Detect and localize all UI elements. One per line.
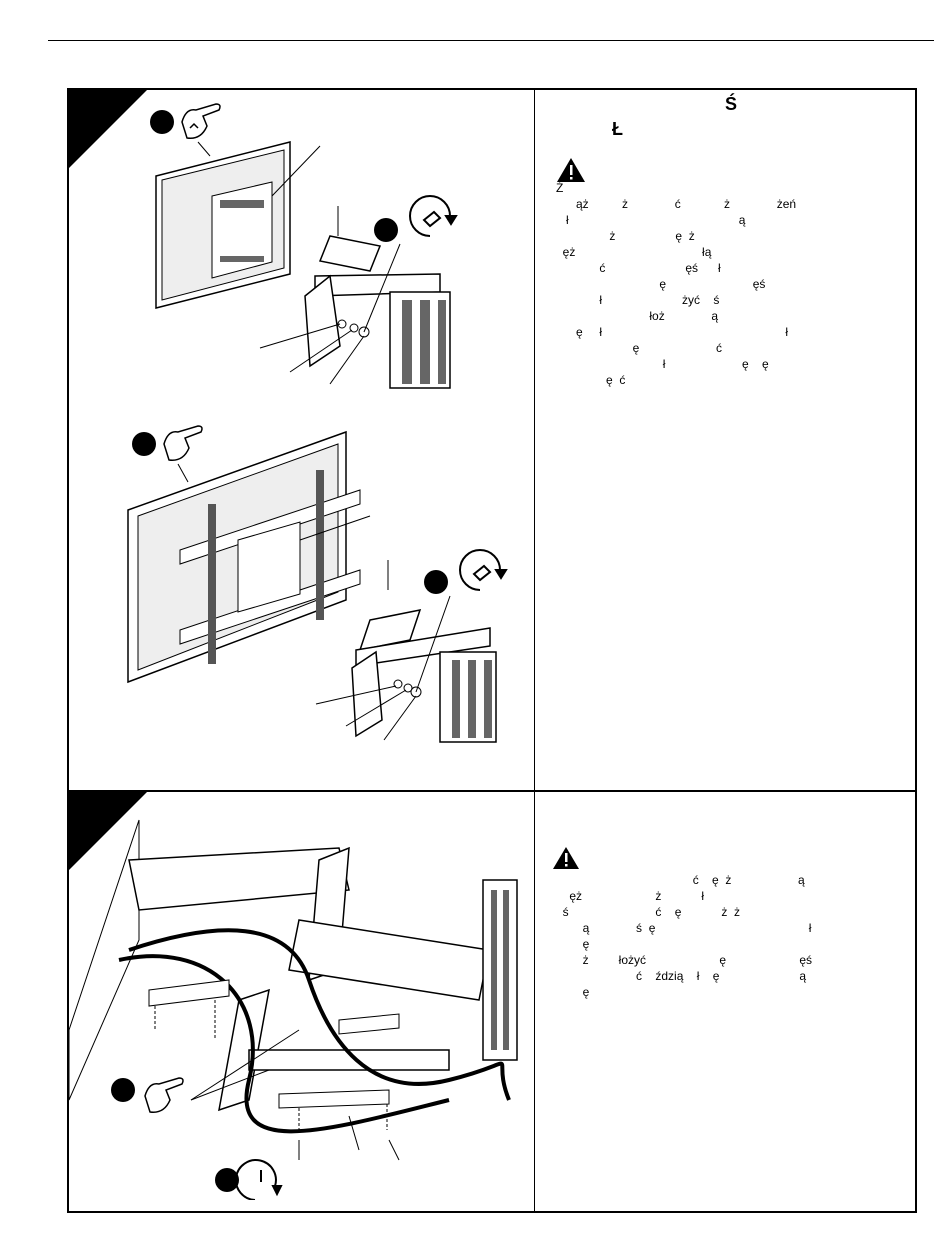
text-line: łoż ą bbox=[556, 309, 719, 323]
text-line: ę bbox=[556, 985, 590, 999]
text-line: ę bbox=[556, 937, 590, 951]
text-line: ć ę ż ą bbox=[556, 873, 805, 887]
text-line: ć ęś ł bbox=[556, 261, 721, 275]
text-line: ł żyć ś bbox=[556, 293, 720, 307]
hand-icon bbox=[181, 103, 221, 139]
step-corner-marker-1 bbox=[69, 90, 147, 168]
text-line: ł ę ę bbox=[556, 357, 769, 371]
text-line: ł ą bbox=[556, 213, 746, 227]
screwdriver-rotate-icon bbox=[234, 1159, 283, 1200]
section-divider bbox=[67, 790, 917, 792]
step-dot bbox=[150, 110, 174, 134]
section1-text: Ż ąż ż ć ż żeń ł ą ż ę ż ęż bbox=[556, 180, 916, 388]
hand-icon bbox=[163, 425, 203, 461]
section-title-line-1: Ś bbox=[725, 94, 738, 114]
column-divider bbox=[534, 88, 535, 1213]
text-line: ę ć bbox=[556, 341, 723, 355]
instruction-frame bbox=[67, 88, 917, 1213]
step-corner-marker-2 bbox=[69, 792, 147, 870]
wrench-rotate-icon bbox=[459, 549, 508, 591]
text-line: ą ś ę ł bbox=[556, 921, 812, 935]
hand-icon bbox=[144, 1077, 184, 1113]
wrench-rotate-icon bbox=[409, 195, 458, 237]
text-line: ż łożyć ę ęś bbox=[556, 953, 813, 967]
text-line: ć ździą ł ę ą bbox=[556, 969, 807, 983]
text-line: ę ć bbox=[556, 373, 626, 387]
text-line: ż ę ż bbox=[556, 229, 695, 243]
text-line: ś ć ę ż ż bbox=[556, 905, 741, 919]
text-line: ęż ż ł bbox=[556, 889, 705, 903]
text-line: ę ęś bbox=[556, 277, 766, 291]
warning-triangle-icon bbox=[557, 158, 585, 182]
text-line: ąż ż ć ż żeń bbox=[556, 197, 797, 211]
top-rule bbox=[48, 40, 934, 41]
warning-triangle-icon bbox=[553, 847, 579, 869]
text-line: Ż bbox=[556, 181, 564, 195]
section-title-line-2: Ł bbox=[612, 119, 623, 139]
cable-illustration bbox=[69, 819, 518, 1200]
section2-text: ć ę ż ą ęż ż ł ś ć ę ż ż ą ś ę bbox=[556, 872, 916, 1000]
mount-illustration-1 bbox=[150, 103, 458, 389]
text-line: ęż łą bbox=[556, 245, 712, 259]
mount-illustration-2 bbox=[127, 425, 508, 743]
text-line: ę ł ł bbox=[556, 325, 789, 339]
